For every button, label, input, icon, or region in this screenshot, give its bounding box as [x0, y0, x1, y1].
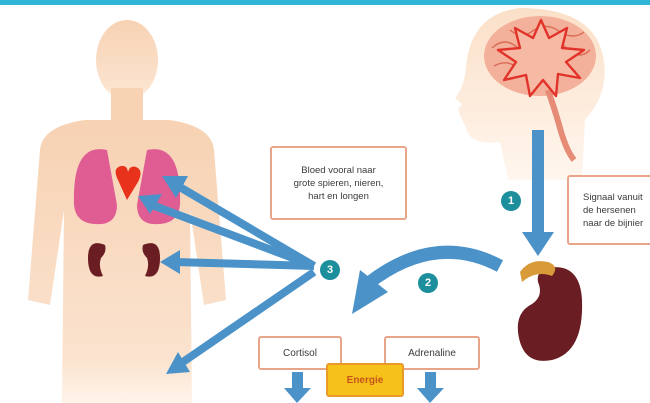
body-silhouette [28, 20, 226, 403]
down-arrow-cortisol [284, 372, 311, 403]
step-badge-1: 1 [501, 191, 521, 211]
top-border-strip [0, 0, 650, 5]
down-arrow-adrenaline [417, 372, 444, 403]
energy-label: Energie [326, 363, 404, 397]
step-badge-3: 3 [320, 260, 340, 280]
adrenal-kidney-icon [518, 261, 582, 361]
step-badge-2: 2 [418, 273, 438, 293]
blood-flow-label: Bloed vooral naar grote spieren, nieren,… [270, 146, 407, 220]
brain-signal-label: Signaal vanuit de hersenen naar de bijni… [567, 175, 650, 245]
